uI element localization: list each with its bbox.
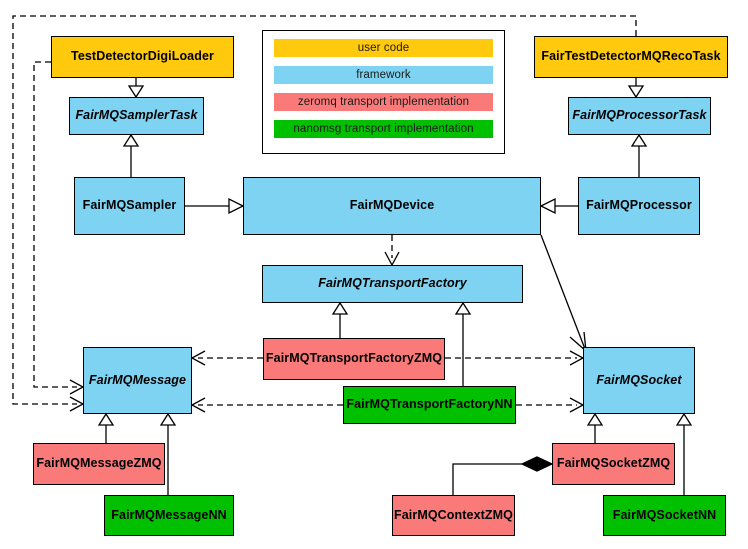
edge-socketzmq-socket — [586, 412, 604, 443]
class-node-FairMQMessageZMQ[interactable]: FairMQMessageZMQ — [33, 443, 165, 485]
class-node-label: FairMQSampler — [82, 198, 177, 213]
legend-row-framework: framework — [274, 66, 493, 84]
class-node-FairMQSamplerTask[interactable]: FairMQSamplerTask — [69, 97, 204, 135]
edge-sampler-device — [185, 197, 245, 215]
class-node-FairMQTransportFactoryZMQ[interactable]: FairMQTransportFactoryZMQ — [263, 338, 445, 380]
edge-processor-processortask — [630, 133, 648, 177]
class-node-label: FairMQMessage — [88, 372, 187, 387]
class-node-label: FairMQTransportFactoryZMQ — [265, 351, 443, 366]
class-node-label: FairMQDevice — [349, 198, 435, 213]
edge-socketnn-socket — [675, 412, 693, 495]
class-node-label: FairMQSamplerTask — [75, 108, 198, 123]
class-node-FairMQMessageNN[interactable]: FairMQMessageNN — [104, 495, 234, 536]
class-node-label: FairMQTransportFactory — [318, 276, 467, 291]
class-node-FairMQTransportFactoryNN[interactable]: FairMQTransportFactoryNN — [343, 386, 516, 424]
edge-sampler-samplertask — [122, 133, 140, 177]
legend-row-zeromq: zeromq transport implementation — [274, 93, 493, 111]
class-node-TestDetectorDigiLoader[interactable]: TestDetectorDigiLoader — [51, 36, 234, 78]
class-node-FairMQProcessorTask[interactable]: FairMQProcessorTask — [568, 97, 711, 135]
class-node-FairMQProcessor[interactable]: FairMQProcessor — [578, 177, 700, 235]
legend-label-nanomsg: nanomsg transport implementation — [293, 123, 474, 135]
class-node-FairMQSocketNN[interactable]: FairMQSocketNN — [603, 495, 726, 536]
edge-factorynn-factory — [454, 301, 472, 386]
edge-messagezmq-message — [97, 412, 115, 443]
class-node-label: FairMQMessageZMQ — [36, 456, 162, 471]
class-node-FairMQSocket[interactable]: FairMQSocket — [583, 347, 695, 414]
edge-recotask-processortask — [627, 78, 645, 99]
class-node-label: FairMQSocket — [596, 372, 682, 387]
legend-label-zeromq: zeromq transport implementation — [297, 96, 470, 108]
class-node-FairTestDetectorMQRecoTask[interactable]: FairTestDetectorMQRecoTask — [534, 36, 728, 78]
edge-factoryzmq-factory — [331, 301, 349, 338]
edge-contextzmq-socketzmq — [452, 456, 554, 495]
edge-factoryzmq-socket — [445, 350, 585, 366]
class-node-FairMQSocketZMQ[interactable]: FairMQSocketZMQ — [552, 443, 675, 485]
class-node-FairMQTransportFactory[interactable]: FairMQTransportFactory — [262, 265, 523, 303]
class-node-FairMQContextZMQ[interactable]: FairMQContextZMQ — [392, 495, 515, 536]
class-node-label: FairMQProcessorTask — [572, 108, 707, 123]
class-node-label: FairMQSocketNN — [612, 507, 717, 522]
edge-factorynn-message — [190, 397, 343, 413]
class-node-label: FairMQMessageNN — [111, 507, 227, 522]
legend-label-user-code: user code — [357, 42, 410, 54]
class-node-FairMQDevice[interactable]: FairMQDevice — [243, 177, 541, 235]
legend-row-nanomsg: nanomsg transport implementation — [274, 120, 493, 138]
legend-box: user code framework zeromq transport imp… — [262, 30, 505, 154]
class-node-label: FairMQSocketZMQ — [556, 456, 671, 471]
edge-factoryzmq-message — [190, 350, 263, 366]
edge-digiloader-samplertask — [127, 78, 145, 99]
class-node-label: FairTestDetectorMQRecoTask — [541, 49, 721, 64]
class-node-label: TestDetectorDigiLoader — [71, 49, 214, 64]
edge-device-socket — [540, 234, 587, 353]
edge-factorynn-socket — [516, 397, 585, 413]
edge-processor-device — [539, 197, 578, 215]
class-node-FairMQMessage[interactable]: FairMQMessage — [83, 347, 192, 414]
edge-device-factory — [384, 235, 400, 267]
class-node-FairMQSampler[interactable]: FairMQSampler — [74, 177, 185, 235]
class-node-label: FairMQContextZMQ — [394, 507, 513, 522]
class-node-label: FairMQProcessor — [586, 198, 692, 213]
legend-row-user-code: user code — [274, 39, 493, 57]
class-node-label: FairMQTransportFactoryNN — [346, 397, 513, 412]
legend-label-framework: framework — [356, 69, 411, 81]
